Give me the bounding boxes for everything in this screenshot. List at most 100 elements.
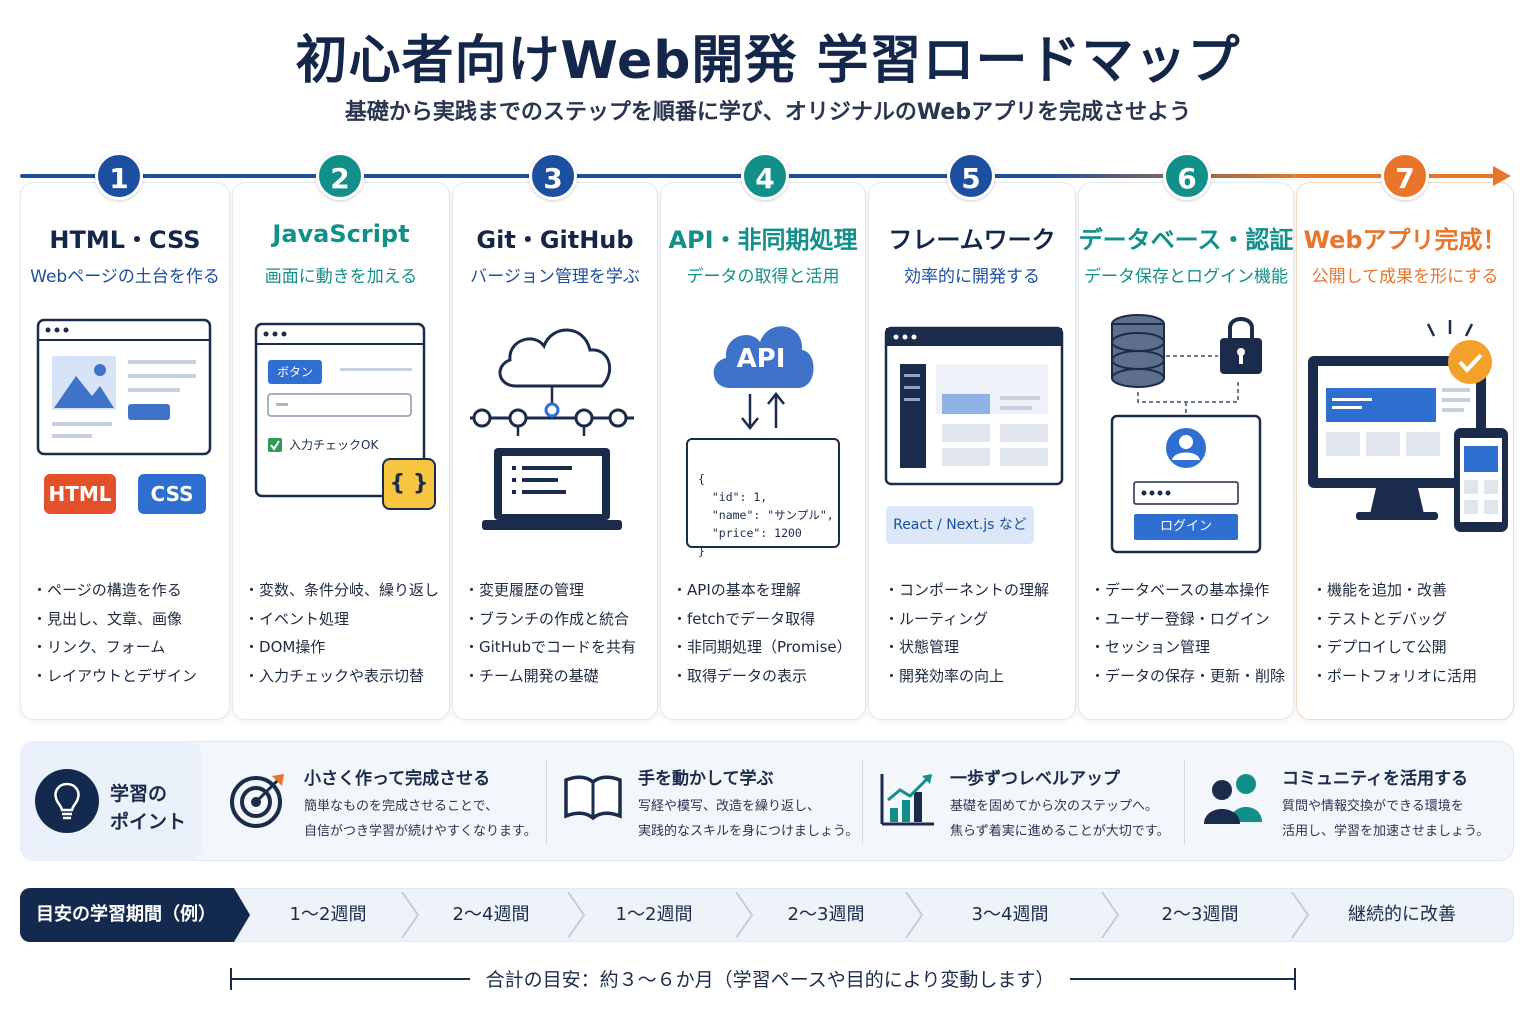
point-text-line: 活用し、学習を加速させましょう。 [1282,824,1490,839]
point-text-3: 基礎を固めてから次のステップへ。 焦らず着実に進めることが大切です。 [950,794,1169,844]
html-tag: HTML [44,474,116,514]
step-title-6: データベース・認証 [1078,226,1294,254]
period-cell-6: 2～3週間 [1161,904,1239,925]
list-item: デプロイして公開 [1312,633,1477,662]
period-cell-1: 1～2週間 [289,904,367,925]
step-subtitle-1: Webページの土台を作る [30,267,220,287]
webpage-illustration [36,318,212,456]
json-code-box: { "id": 1, "name": "サンプル", "price": 1200… [686,438,840,558]
open-book-icon [564,775,622,821]
list-item: データの保存・更新・削除 [1090,662,1285,691]
point-text-line: 質問や情報交換ができる環境を [1282,799,1464,814]
period-cell-7: 継続的に改善 [1348,904,1456,925]
point-text-line: 自信がつき学習が続けやすくなります。 [304,824,537,839]
learning-points-title: 学習の ポイント [110,780,186,836]
step-subtitle-7: 公開して成果を形にする [1311,267,1499,287]
step-list-5: コンポーネントの理解 ルーティング 状態管理 開発効率の向上 [884,576,1049,690]
target-icon [230,774,284,828]
step-subtitle-6: データ保存とログイン機能 [1084,267,1288,287]
period-bar [20,888,1514,942]
step-list-4: APIの基本を理解 fetchでデータ取得 非同期処理（Promise） 取得デ… [672,576,852,690]
step-number-3: 3 [529,152,577,200]
list-item: APIの基本を理解 [672,576,852,605]
step-list-3: 変更履歴の管理 ブランチの作成と統合 GitHubでコードを共有 チーム開発の基… [464,576,636,690]
list-item: 入力チェックや表示切替 [244,662,439,691]
code-line: "name": "サンプル", [698,508,834,522]
css-tag: CSS [138,474,206,514]
list-item: 変更履歴の管理 [464,576,636,605]
total-bracket-right [1294,968,1296,990]
list-item: テストとデバッグ [1312,605,1477,634]
step-title-3: Git・GitHub [476,226,634,254]
login-button-sample: ログイン [1134,514,1238,540]
chevron-right-icon [1101,892,1120,938]
point-title-3: 一歩ずつレベルアップ [950,769,1120,789]
step-number-2: 2 [316,152,364,200]
learning-points-title-line: 学習の [110,783,168,805]
list-item: ルーティング [884,605,1049,634]
list-item: イベント処理 [244,605,439,634]
list-item: DOM操作 [244,633,439,662]
chevron-right-icon [401,892,420,938]
code-line: } [698,544,705,558]
step-list-1: ページの構造を作る 見出し、文章、画像 リンク、フォーム レイアウトとデザイン [32,576,197,690]
list-item: リンク、フォーム [32,633,197,662]
js-button-sample: ボタン [268,360,322,384]
list-item: ユーザー登録・ログイン [1090,605,1285,634]
point-text-line: 基礎を固めてから次のステップへ。 [950,799,1159,814]
growth-chart-icon [880,774,934,826]
git-illustration [470,328,634,530]
chevron-right-icon [905,892,924,938]
completed-app-illustration [1308,320,1508,532]
arrows-updown-icon [741,391,785,431]
code-line: { [698,472,705,486]
period-cell-2: 2～4週間 [452,904,530,925]
point-text-line: 写経や模写、改造を繰り返し、 [638,799,821,814]
list-item: チーム開発の基礎 [464,662,636,691]
list-item: ページの構造を作る [32,576,197,605]
code-line: "id": 1, [698,490,768,504]
timeline-line [20,174,1295,178]
step-subtitle-3: バージョン管理を学ぶ [470,267,640,287]
step-title-2: JavaScript [272,220,410,248]
list-item: コンポーネントの理解 [884,576,1049,605]
point-text-line: 実践的なスキルを身につけましょう。 [638,824,859,839]
point-title-1: 小さく作って完成させる [304,769,491,789]
api-cloud-icon [713,326,814,388]
list-item: 変数、条件分岐、繰り返し [244,576,439,605]
step-subtitle-4: データの取得と活用 [686,267,840,287]
divider [1184,760,1185,844]
point-text-1: 簡単なものを完成させることで、 自信がつき学習が続けやすくなります。 [304,794,537,844]
list-item: 開発効率の向上 [884,662,1049,691]
step-number-4: 4 [741,152,789,200]
framework-window-illustration [884,326,1064,486]
lightbulb-icon [35,769,99,833]
input-check-label: 入力チェックOK [289,438,379,452]
period-cell-5: 3～4週間 [971,904,1049,925]
chevron-right-icon [735,892,754,938]
step-subtitle-5: 効率的に開発する [904,267,1040,287]
period-header: 目安の学習期間（例） [20,888,234,942]
step-number-5: 5 [947,152,995,200]
step-subtitle-2: 画面に動きを加える [264,267,418,287]
page-title: 初心者向けWeb開発 学習ロードマップ [295,31,1241,91]
step-list-6: データベースの基本操作 ユーザー登録・ログイン セッション管理 データの保存・更… [1090,576,1285,690]
step-title-1: HTML・CSS [49,226,201,254]
community-people-icon [1204,774,1262,824]
learning-points-title-line: ポイント [110,811,187,833]
period-cell-3: 1～2週間 [615,904,693,925]
code-line: "price": 1200 [698,526,802,540]
point-text-4: 質問や情報交換ができる環境を 活用し、学習を加速させましょう。 [1282,794,1489,844]
step-title-4: API・非同期処理 [668,226,858,254]
step-title-7: Webアプリ完成！ [1303,226,1507,254]
list-item: 取得データの表示 [672,662,852,691]
list-item: fetchでデータ取得 [672,605,852,634]
list-item: データベースの基本操作 [1090,576,1285,605]
total-estimate: 合計の目安：約３～６か月（学習ペースや目的により変動します） [470,965,1070,992]
list-item: 非同期処理（Promise） [672,633,852,662]
divider [862,760,863,844]
list-item: ポートフォリオに活用 [1312,662,1477,691]
step-list-7: 機能を追加・改善 テストとデバッグ デプロイして公開 ポートフォリオに活用 [1312,576,1477,690]
step-list-2: 変数、条件分岐、繰り返し イベント処理 DOM操作 入力チェックや表示切替 [244,576,439,690]
list-item: 状態管理 [884,633,1049,662]
